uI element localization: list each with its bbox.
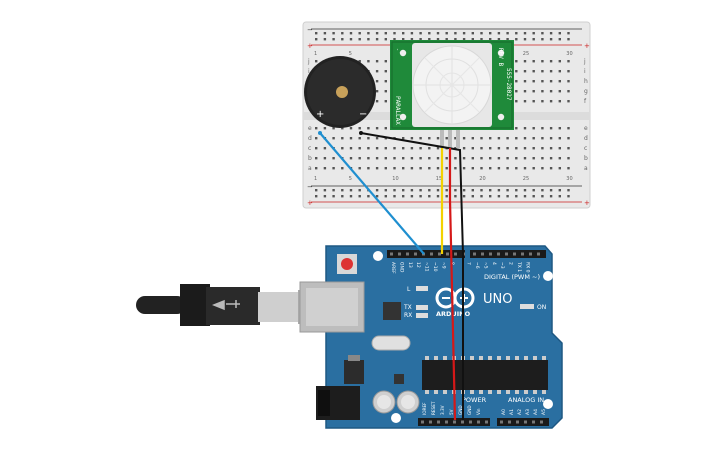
- row-label: a: [584, 165, 588, 172]
- wire-red[interactable]: [448, 148, 457, 421]
- usb-icon: [211, 299, 240, 311]
- column-label: 5: [349, 176, 352, 182]
- power-pin-label: RESET: [431, 401, 436, 415]
- pir-right-text-b: 555-28027: [505, 68, 512, 101]
- svg-text:+: +: [584, 199, 590, 207]
- column-label: 30: [566, 51, 572, 57]
- analog-pin-label: A0: [501, 409, 507, 415]
- svg-text:+: +: [584, 42, 590, 50]
- rx-led: [416, 313, 428, 318]
- rx-label: RX: [404, 312, 412, 319]
- column-label: 25: [523, 51, 529, 57]
- row-label: e: [584, 125, 588, 132]
- column-label: 15: [436, 176, 442, 182]
- row-label: e: [308, 125, 312, 132]
- power-label: POWER: [462, 396, 487, 404]
- row-label: a: [308, 165, 312, 172]
- digital-pin-label: ~6: [474, 262, 480, 269]
- analog-label: ANALOG IN: [508, 396, 544, 404]
- row-label: j: [307, 58, 310, 65]
- pir-sensor[interactable]: PARALLAX REV B 555-28027 -: [390, 40, 514, 148]
- l-led: [416, 286, 428, 291]
- digital-header-left: [387, 250, 465, 258]
- digital-pin-label: RX 0: [524, 262, 530, 273]
- column-label: 20: [479, 176, 485, 182]
- tx-led: [416, 305, 428, 310]
- column-label: 5: [349, 51, 352, 57]
- digital-pin-label: 12: [415, 262, 421, 268]
- buzzer-minus-label: −: [359, 109, 367, 120]
- wires: [318, 131, 464, 421]
- on-label: ON: [537, 304, 546, 311]
- column-label: 1: [314, 176, 317, 182]
- digital-pin-label: 13: [407, 262, 413, 268]
- row-label: i: [308, 68, 310, 75]
- svg-text:−: −: [307, 183, 313, 191]
- piezo-buzzer[interactable]: + −: [304, 56, 376, 128]
- row-label: f: [584, 98, 587, 105]
- pir-right-text-a: REV B: [497, 48, 504, 66]
- analog-pin-label: A1: [509, 409, 515, 415]
- pir-left-text: PARALLAX: [394, 96, 401, 125]
- power-pin-label: GND: [458, 405, 463, 415]
- power-pin-label: Vin: [476, 408, 481, 415]
- digital-pin-label: TX 1: [516, 261, 522, 272]
- analog-header: [497, 418, 549, 426]
- analog-pin-label: A5: [541, 409, 547, 415]
- arduino-uno-board[interactable]: L TX RX ON ARDUINO UNO DIGITAL (PWM ~) P…: [299, 245, 563, 429]
- power-pin-label: 3.3V: [440, 405, 445, 415]
- svg-text:+: +: [307, 42, 313, 50]
- power-pin-label: 5V: [449, 409, 454, 415]
- digital-pin-label: 4: [491, 262, 497, 265]
- column-label: 25: [523, 176, 529, 182]
- wire-blue[interactable]: [319, 132, 425, 255]
- row-label: d: [308, 135, 312, 142]
- digital-pin-label: 2: [508, 262, 514, 265]
- analog-pin-label: A4: [533, 409, 539, 415]
- svg-text:−: −: [307, 26, 313, 34]
- digital-label: DIGITAL (PWM ~): [484, 273, 540, 281]
- row-label: i: [584, 68, 586, 75]
- row-label: j: [583, 58, 586, 65]
- pir-pin-minus: -: [394, 48, 400, 51]
- row-label: c: [584, 145, 587, 152]
- column-label: 1: [314, 51, 317, 57]
- row-label: b: [584, 155, 588, 162]
- column-label: 30: [566, 176, 572, 182]
- row-label: g: [584, 88, 588, 95]
- digital-pin-label: ~11: [424, 262, 430, 272]
- l-label: L: [407, 286, 411, 293]
- tx-label: TX: [403, 304, 412, 311]
- atmega-chip: [422, 360, 548, 390]
- usb-cable: [136, 284, 306, 326]
- power-pin-label: IOREF: [422, 402, 427, 415]
- row-label: c: [308, 145, 311, 152]
- digital-pin-label: ~5: [482, 262, 488, 269]
- analog-pin-label: A2: [517, 409, 523, 415]
- digital-pin-label: ~9: [440, 262, 446, 269]
- digital-pin-label: 7: [466, 262, 472, 265]
- buzzer-plus-label: +: [316, 109, 324, 120]
- digital-pin-label: ~3: [499, 262, 505, 269]
- analog-pin-label: A3: [525, 409, 531, 415]
- digital-pin-label: GND: [398, 262, 404, 273]
- on-led: [520, 304, 534, 309]
- row-label: d: [584, 135, 588, 142]
- digital-pin-label: AREF: [390, 262, 396, 274]
- svg-text:+: +: [307, 199, 313, 207]
- wire-black[interactable]: [360, 132, 464, 420]
- digital-pin-label: ~10: [432, 262, 438, 272]
- row-label: h: [584, 78, 588, 85]
- row-label: b: [308, 155, 312, 162]
- model-label: UNO: [483, 292, 512, 307]
- power-pin-label: GND: [467, 405, 472, 415]
- column-label: 10: [392, 176, 398, 182]
